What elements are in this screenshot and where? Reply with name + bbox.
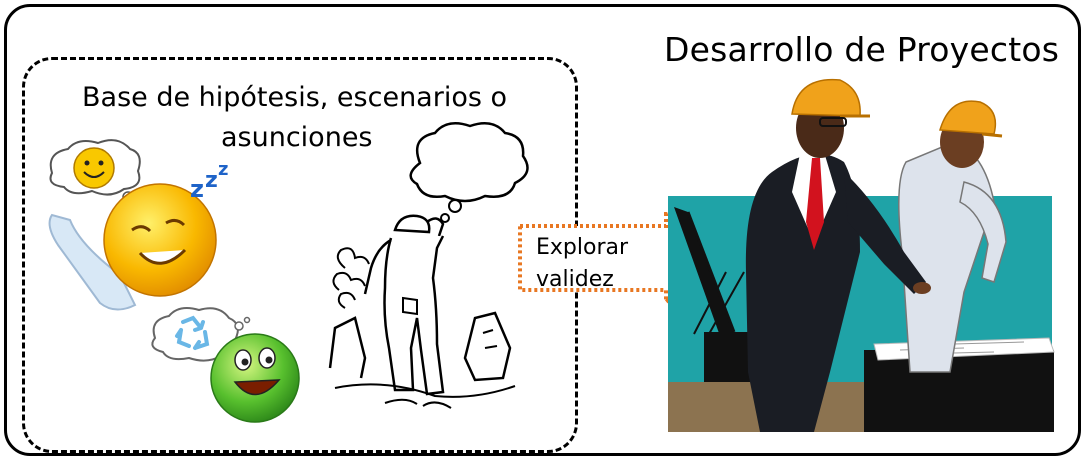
engineers-illustration-icon xyxy=(668,78,1055,432)
page-title: Desarrollo de Proyectos xyxy=(664,30,1060,69)
hypotheses-label-line1: Base de hipótesis, escenarios o xyxy=(82,82,508,113)
explore-arrow-line2: validez xyxy=(536,267,614,292)
svg-text:z: z xyxy=(218,159,228,180)
svg-text:z: z xyxy=(190,175,204,203)
explore-arrow-label: Explorar validez xyxy=(536,232,628,296)
hypotheses-label-line2: asunciones xyxy=(221,122,373,153)
sleeping-sun-icon: z z z xyxy=(48,139,228,311)
thinking-worker-icon xyxy=(328,121,529,409)
svg-text:z: z xyxy=(205,168,218,193)
recycle-smiley-icon xyxy=(151,307,300,423)
explore-arrow-line1: Explorar xyxy=(536,235,629,260)
